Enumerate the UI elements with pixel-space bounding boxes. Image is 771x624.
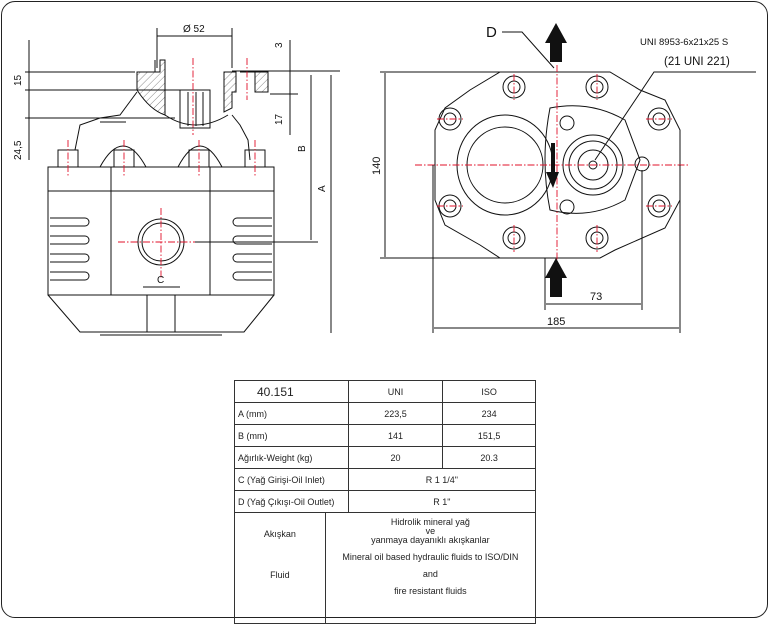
fluid-tr-line: Hidrolik mineral yağ [390,517,470,527]
fluid-en-line: Mineral oil based hydraulic fluids to IS… [342,552,519,562]
iso-value: 151,5 [442,424,536,447]
cooling-fins [50,217,272,281]
dim-140: 140 [371,157,383,175]
dim-24-5: 24,5 [13,140,24,160]
uni-value: 20 [347,446,444,469]
iso-value: 20.3 [442,446,536,469]
table-row: A (mm) 223,5 234 [234,402,536,425]
dim-A: A [317,185,328,192]
fluid-en-line: and [422,569,438,579]
table-row: Ağırlık-Weight (kg) 20 20.3 [234,446,536,469]
inlet-label: C (Yağ Girişi-Oil Inlet) [234,468,349,491]
flange [544,105,641,214]
table-row-inlet: C (Yağ Girişi-Oil Inlet) R 1 1/4" [234,468,537,491]
table-row-fluid: Akışkan Fluid Hidrolik mineral yağ ve ya… [234,512,537,624]
fluid-label-tr: Akışkan [263,529,296,539]
bolt-heads [57,145,266,168]
col-iso: ISO [442,380,536,403]
fluid-tr-line: yanmaya dayanıklı akışkanlar [371,535,490,545]
outlet-label: D (Yağ Çıkışı-Oil Outlet) [234,490,349,513]
row-label: Ağırlık-Weight (kg) [234,446,349,469]
row-label: A (mm) [234,402,349,425]
table-row-outlet: D (Yağ Çıkışı-Oil Outlet) R 1" [234,490,537,513]
spline-ref: (21 UNI 221) [664,56,730,68]
fluid-en-line: fire resistant fluids [394,586,467,596]
spline-spec: UNI 8953-6x21x25 S [640,37,728,48]
dim-73: 73 [590,291,602,303]
outlet-arrow-icon [545,23,567,62]
dim-15: 15 [13,74,24,86]
inlet-arrow-icon [545,258,567,297]
table-header-row: 40.151 UNI ISO [234,380,536,403]
col-uni: UNI [347,380,444,403]
side-view: Ø 52 15 24,5 3 17 B A C [13,24,340,336]
front-view: D UNI 8953-6x21x25 S (21 UNI 221) 140 73… [371,23,756,333]
dim-17: 17 [274,113,285,125]
dim-185: 185 [547,316,565,328]
label-D: D [486,24,497,41]
fluid-tr-line: ve [425,526,436,536]
specs-table: 40.151 UNI ISO A (mm) 223,5 234 B (mm) 1… [234,380,537,624]
model-number: 40.151 [234,380,349,403]
fluid-label-en: Fluid [270,570,290,580]
dim-B: B [297,145,308,152]
dim-C: C [157,275,164,286]
dim-diameter: Ø 52 [183,24,205,35]
outlet-value: R 1" [347,490,537,513]
table-row: B (mm) 141 151,5 [234,424,536,447]
iso-value: 234 [442,402,536,425]
row-label: B (mm) [234,424,349,447]
rotation-arrow-icon [546,143,559,188]
inlet-value: R 1 1/4" [347,468,537,491]
dim-3: 3 [274,42,285,48]
uni-value: 223,5 [347,402,444,425]
uni-value: 141 [347,424,444,447]
